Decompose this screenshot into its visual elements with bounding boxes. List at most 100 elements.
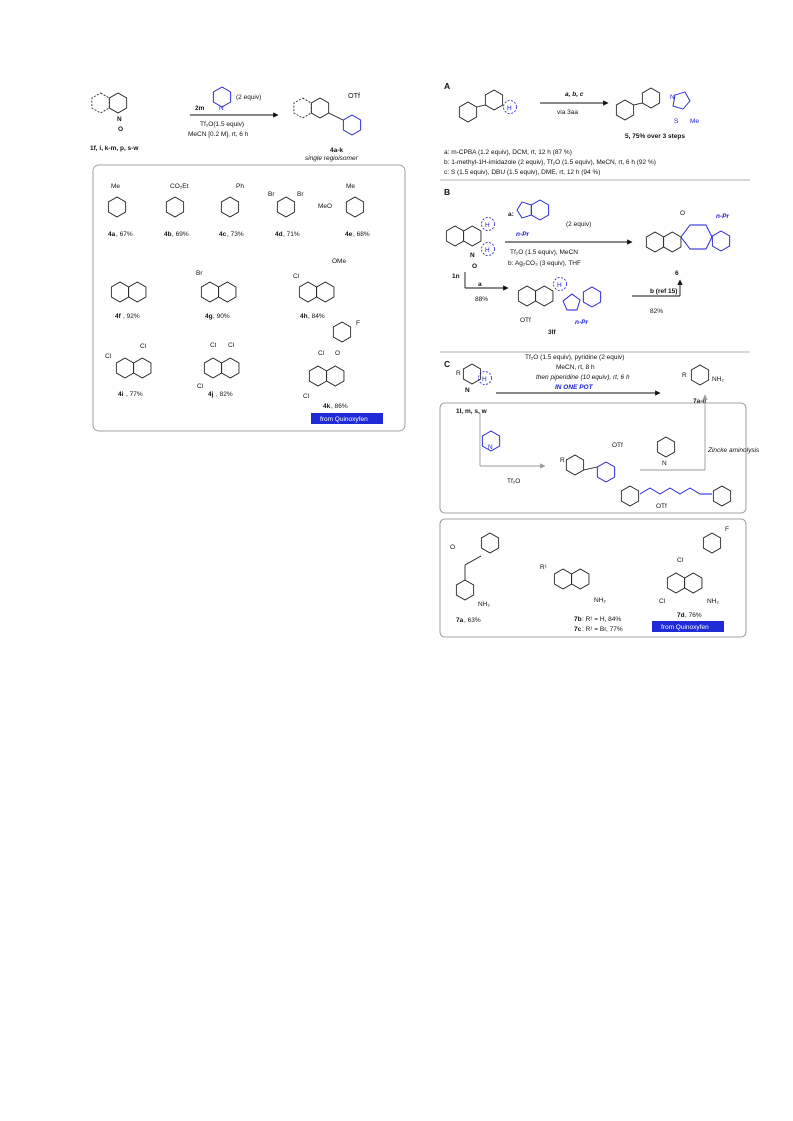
svg-text:Cl: Cl <box>659 598 666 605</box>
svg-text:H: H <box>482 376 487 383</box>
svg-text:4g: 4g <box>205 313 213 320</box>
svg-text:4e: 4e <box>345 231 353 238</box>
svg-text:OTf: OTf <box>520 317 531 324</box>
svg-text:, 73%: , 73% <box>227 231 244 238</box>
svg-text:4j: 4j <box>208 391 214 398</box>
condition-2: MeCN [0.2 M], rt, 6 h <box>188 131 249 138</box>
svg-text:Cl: Cl <box>228 342 235 349</box>
svg-text:, 67%: , 67% <box>116 231 133 238</box>
svg-text:, 69%: , 69% <box>172 231 189 238</box>
svg-text:, 68%: , 68% <box>353 231 370 238</box>
svg-text:Cl: Cl <box>293 273 300 280</box>
svg-text:Zincke aminolysis: Zincke aminolysis <box>707 447 760 454</box>
product-4f: 4f , 92% <box>110 281 147 320</box>
product-7-label: 7a-d <box>693 398 706 405</box>
svg-text:4a: 4a <box>108 231 116 238</box>
start-1n-label: 1n <box>452 273 460 280</box>
svg-text:R: R <box>456 370 461 377</box>
svg-text:, 76%: , 76% <box>685 612 702 619</box>
svg-text:Ph: Ph <box>236 183 244 190</box>
product-5: N S Me <box>615 87 699 125</box>
svg-text:S: S <box>674 118 679 125</box>
svg-text:b (ref 15): b (ref 15) <box>650 288 677 295</box>
cond-c-4: IN ONE POT <box>555 384 594 391</box>
product-4i: Cl Cl 4i , 77% <box>105 343 152 398</box>
product-4c: Ph 4c , 73% <box>219 183 244 238</box>
panel-a: A H a, b, c via 3aa N S Me 5, 75% over 3… <box>444 81 699 176</box>
product-4a: Me 4a , 67% <box>107 183 133 238</box>
benzimidazole-reagent: n-Pr <box>516 199 550 238</box>
svg-text:3lf: 3lf <box>548 329 556 336</box>
svg-text:7d: 7d <box>677 612 685 619</box>
pyridine-n-oxide-start: R H N <box>456 363 492 394</box>
svg-text:Br: Br <box>297 191 304 198</box>
product-4g: Br 4g , 90% <box>196 270 237 320</box>
svg-text:82%: 82% <box>650 308 663 315</box>
svg-text:Cl: Cl <box>105 353 112 360</box>
svg-text:Cl: Cl <box>210 342 217 349</box>
svg-text:4k: 4k <box>323 403 331 410</box>
product-7: R NH₂ <box>682 364 724 386</box>
pyridine-n: N <box>219 105 224 112</box>
mechanism-panel <box>439 402 747 514</box>
product-note: single regioisomer <box>305 155 359 162</box>
svg-text:OTf: OTf <box>656 503 667 510</box>
svg-text:NH₂: NH₂ <box>594 597 606 604</box>
svg-text:O: O <box>680 210 685 217</box>
svg-text:NH₂: NH₂ <box>707 598 719 605</box>
zincke-mechanism: N Tf₂O R OTf N Zincke aminolysis OTf <box>479 394 760 510</box>
svg-text:Tf₂O: Tf₂O <box>507 478 520 485</box>
product-4e: Me MeO 4e , 68% <box>318 183 370 238</box>
condition-b: b: 1-methyl-1H-imidazole (2 equiv), Tf₂O… <box>444 159 656 166</box>
svg-text:R: R <box>682 372 687 379</box>
panel-c: C R H N 1l, m, s, w Tf₂O (1.5 equiv), py… <box>444 354 724 415</box>
svg-text:OMe: OMe <box>332 258 346 265</box>
panel-b-label: B <box>444 187 450 197</box>
svg-text:: R¹ = Br, 77%: : R¹ = Br, 77% <box>582 626 623 633</box>
svg-text:O: O <box>450 544 455 551</box>
svg-text:Cl: Cl <box>677 557 684 564</box>
arrow-a-top: a, b, c <box>565 91 584 98</box>
svg-text:Me: Me <box>111 183 120 190</box>
left-reaction: N O 1f, i, k-m, p, s-w N (2 equiv) 2m Tf… <box>90 86 362 162</box>
product-label: 4a-k <box>330 147 343 154</box>
svg-text:4c: 4c <box>219 231 227 238</box>
svg-text:OTf: OTf <box>612 442 623 449</box>
condition-1: Tf₂O(1.5 equiv) <box>200 121 244 128</box>
svg-text:O: O <box>472 263 477 270</box>
product-4b: CO₂Et 4b , 69% <box>164 183 189 238</box>
bipyridine-start: H <box>458 89 517 123</box>
svg-text:H: H <box>557 282 562 289</box>
svg-text:N: N <box>488 444 493 451</box>
svg-text:Br: Br <box>268 191 275 198</box>
product-4d: Br Br 4d , 71% <box>268 191 304 238</box>
svg-text:NH₂: NH₂ <box>478 601 490 608</box>
svg-text:a:: a: <box>508 211 514 218</box>
svg-text:H: H <box>485 222 490 229</box>
svg-text:N: N <box>670 94 675 101</box>
product-4k: F Cl Cl O 4k , 86% <box>303 320 360 410</box>
svg-text:4b: 4b <box>164 231 172 238</box>
condition-a: a: m-CPBA (1.2 equiv), DCM, rt, 12 h (87… <box>444 149 572 156</box>
svg-text:, 63%: , 63% <box>464 617 481 624</box>
svg-text:R: R <box>560 457 565 464</box>
svg-text:88%: 88% <box>475 296 488 303</box>
n-oxide-o: O <box>118 126 123 133</box>
quinoxyfen-badge-c <box>652 621 724 632</box>
svg-text:: R¹ = H, 84%: : R¹ = H, 84% <box>582 616 621 623</box>
svg-text:O: O <box>335 350 340 357</box>
svg-text:Cl: Cl <box>318 350 325 357</box>
quinoxyfen-badge-left <box>311 413 383 424</box>
svg-text:a: a <box>478 281 482 288</box>
svg-text:N: N <box>662 460 667 467</box>
cond-c-2: MeCN, rt, 8 h <box>556 364 595 371</box>
pyridinium-product: OTf <box>293 91 362 136</box>
intermediate-3lf: H n-Pr OTf 3lf <box>517 277 602 336</box>
svg-text:MeO: MeO <box>318 203 332 210</box>
start-label: 1f, i, k-m, p, s-w <box>90 145 139 152</box>
counterion: OTf <box>348 91 360 100</box>
product-7a: O NH₂ 7a , 63% <box>450 532 500 624</box>
left-products: Me 4a , 67% CO₂Et 4b , 69% Ph 4c , 73% B… <box>105 183 383 424</box>
reagent-equiv: (2 equiv) <box>236 94 261 101</box>
